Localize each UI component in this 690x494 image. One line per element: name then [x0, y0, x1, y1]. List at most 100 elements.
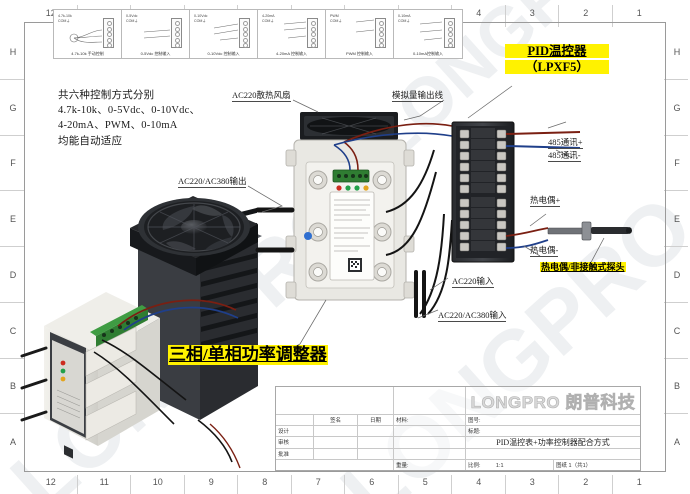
- desc-line-1: 共六种控制方式分别: [58, 90, 155, 101]
- tb-label-drawing-no: 图号:: [468, 418, 481, 424]
- callout-fan: AC220散热风扇: [232, 90, 291, 103]
- highlight-power-regulator: 三相/单相功率调整器: [168, 345, 328, 365]
- ruler-tick-4: 4: [452, 5, 506, 27]
- tb-title-spill: [466, 449, 640, 459]
- control-mode-caption-5: PWM 控制输入: [346, 51, 373, 56]
- ruler-tick-A: A: [9, 437, 16, 448]
- highlight-pid-controller-line2: （LPXF5）: [505, 60, 609, 75]
- terminal-block-icon-4: [307, 18, 318, 49]
- ruler-tick-12: 12: [24, 475, 78, 494]
- ruler-tick-3: 3: [506, 475, 560, 494]
- title-block: LONGPRO 朗普科技 签名 日期 材料: 图号: 设计: [275, 386, 641, 471]
- terminal-block-icon-3: [239, 18, 250, 49]
- tb-label-date: 日期: [369, 418, 381, 424]
- tb-blank-cell-d: [276, 460, 394, 470]
- tb-blank-cell-a: [394, 387, 466, 414]
- tb-label-approve: 批准: [278, 452, 290, 458]
- terminal-block-icon-1: [103, 18, 114, 49]
- ruler-tick-F: F: [0, 136, 24, 192]
- callout-ac220-input: AC220输入: [452, 276, 494, 289]
- tb-value-design-date[interactable]: [358, 426, 394, 436]
- callout-tc-plus: 热电偶+: [530, 195, 561, 208]
- tb-label-title: 标题:: [468, 429, 481, 435]
- ruler-tick-C: C: [664, 303, 688, 359]
- ruler-tick-10: 10: [131, 475, 185, 494]
- tb-value-scale: 1:1: [495, 463, 504, 469]
- control-mode-caption-4: 4-20mA 控制输入: [276, 51, 307, 56]
- callout-ac-input: AC220/AC380输入: [438, 310, 507, 323]
- tb-label-design: 设计: [278, 429, 290, 435]
- desc-line-3: 4-20mA、PWM、0-10mA: [58, 120, 178, 132]
- ruler-tick-2: 2: [559, 475, 613, 494]
- ruler-tick-11: 11: [78, 475, 132, 494]
- control-mode-caption-2: 0-5Vdc 控制输入: [140, 51, 171, 56]
- ruler-tick-4: 4: [452, 475, 506, 494]
- callout-analog-output: 模拟量输出线: [392, 90, 444, 103]
- control-mode-description: 共六种控制方式分别 4.7k-10k、0-5Vdc、0-10Vdc、 4-20m…: [58, 88, 200, 149]
- control-mode-caption-6: 0-10mA控制输入: [412, 51, 443, 56]
- ruler-tick-D: D: [664, 247, 688, 303]
- tb-label-weight: 重量:: [396, 463, 409, 469]
- tb-value-approve-sign[interactable]: [314, 449, 358, 459]
- highlight-pid-controller-line1: PID温控器: [505, 44, 609, 59]
- ruler-tick-2: 2: [559, 5, 613, 27]
- terminal-block-icon-5: [375, 18, 386, 49]
- ruler-tick-1: 1: [636, 477, 642, 487]
- tb-value-review-sign[interactable]: [314, 437, 358, 448]
- terminal-block-icon-6: [444, 18, 455, 49]
- ruler-tick-5: 5: [399, 475, 453, 494]
- ruler-tick-3: 3: [506, 5, 560, 27]
- callout-rs485-plus: 485通讯+: [548, 137, 583, 150]
- tb-label-material: 材料:: [396, 418, 409, 424]
- ruler-tick-D: D: [0, 247, 24, 303]
- control-mode-caption-1: 4.7k-10k 手动控制: [71, 51, 104, 56]
- tb-label-review: 审核: [278, 440, 290, 446]
- ruler-tick-A: A: [673, 437, 680, 448]
- tb-label-signature: 签名: [329, 418, 341, 424]
- tb-value-material[interactable]: [394, 426, 466, 436]
- callout-ac-output: AC220/AC380输出: [178, 176, 247, 189]
- ruler-tick-C: C: [0, 303, 24, 359]
- tb-value-approve-date[interactable]: [358, 449, 394, 459]
- logo-text-cn: 朗普科技: [565, 393, 636, 413]
- ruler-tick-F: F: [664, 136, 688, 192]
- ruler-tick-7: 7: [292, 475, 346, 494]
- ruler-tick-H: H: [0, 24, 24, 80]
- tb-revision-cell: [276, 387, 394, 414]
- ruler-tick-E: E: [0, 191, 24, 247]
- tb-value-review-date[interactable]: [358, 437, 394, 448]
- callout-rs485-minus: 485通讯-: [548, 150, 581, 163]
- company-logo: LONGPRO 朗普科技: [470, 388, 636, 413]
- tb-label-scale: 比例:: [468, 463, 481, 469]
- ruler-tick-G: G: [664, 80, 688, 136]
- ruler-tick-B: B: [664, 359, 688, 415]
- ruler-tick-6: 6: [345, 475, 399, 494]
- drawing-title: PID温控表+功率控制器配合方式: [496, 438, 610, 447]
- ruler-tick-G: G: [0, 80, 24, 136]
- tb-value-sheet: 图纸 1（共1）: [556, 463, 592, 469]
- tb-value-design-sign[interactable]: [314, 426, 358, 436]
- tb-blank-cell-b: [394, 437, 466, 448]
- tb-corner-cell: [276, 415, 314, 425]
- ruler-tick-H: H: [664, 24, 688, 80]
- ruler-tick-1: 1: [636, 8, 642, 18]
- ruler-tick-8: 8: [238, 475, 292, 494]
- callout-tc-minus: 热电偶-: [530, 245, 559, 258]
- ruler-tick-B: B: [0, 359, 24, 415]
- highlight-thermocouple-probe: 热电偶/非接触式探头: [540, 262, 626, 273]
- tb-logo-cell: LONGPRO 朗普科技: [466, 387, 640, 414]
- ruler-tick-9: 9: [185, 475, 239, 494]
- ruler-tick-E: E: [664, 191, 688, 247]
